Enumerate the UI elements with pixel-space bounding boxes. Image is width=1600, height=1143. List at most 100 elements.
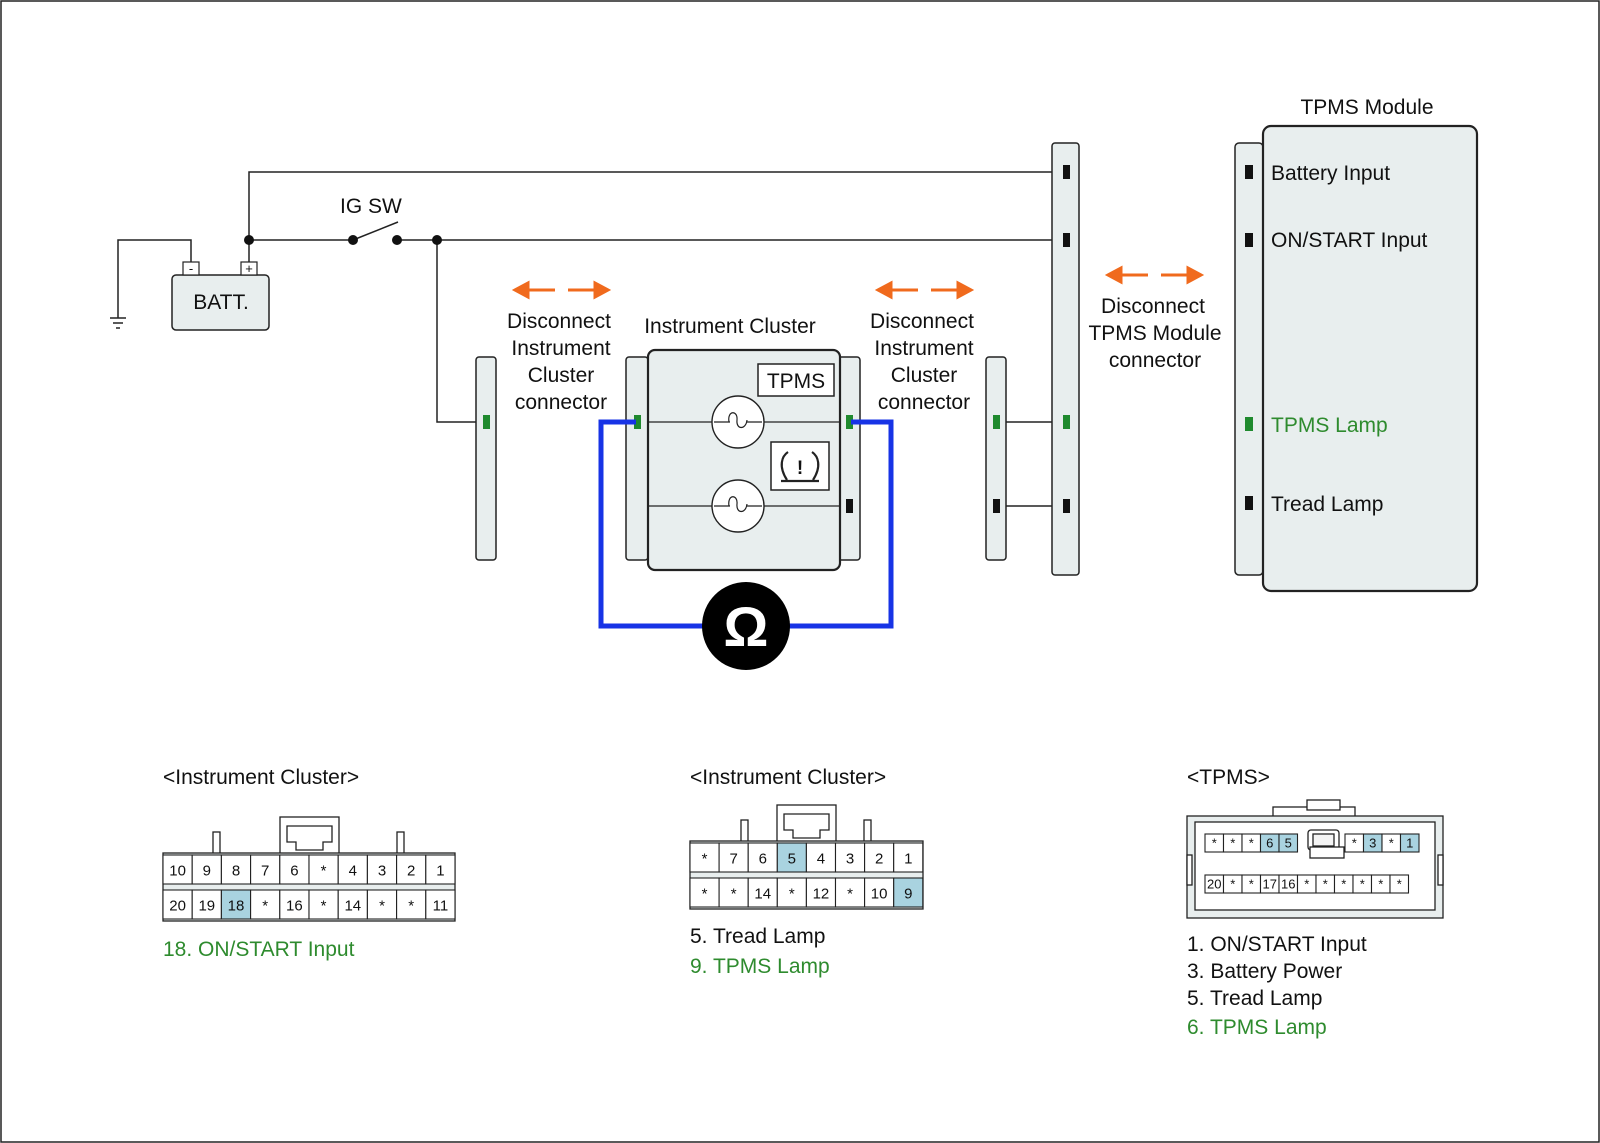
pin-number: *: [379, 897, 385, 914]
disconnect-label-right: Disconnect TPMS Module connector: [1088, 295, 1221, 372]
cluster-left-flange: [625, 356, 649, 561]
bulb-icon: [711, 479, 765, 533]
cluster-right-pin-green: [846, 415, 853, 429]
pin-cell: [718, 877, 749, 908]
pin-cell: [162, 854, 193, 885]
pin-cell: [834, 877, 866, 908]
connector-c-note: 5. Tread Lamp: [1187, 987, 1322, 1010]
connector-c-note: 6. TPMS Lamp: [1187, 1016, 1327, 1039]
tpms-module-title: TPMS Module: [1300, 96, 1433, 119]
pin-cell: [718, 842, 749, 873]
pin-number: 1: [904, 850, 912, 867]
pin-number: 1: [1406, 836, 1413, 851]
bulb-icon: [711, 395, 765, 449]
pin-cell: [425, 889, 456, 920]
pin-number: *: [1230, 877, 1235, 892]
pin-number: *: [731, 885, 737, 902]
pin-cell: [893, 842, 924, 873]
pin-cell: [308, 854, 339, 885]
module-label-tread-lamp: Tread Lamp: [1271, 493, 1383, 516]
pin-number: *: [408, 897, 414, 914]
pin-cell: [396, 854, 427, 885]
junction-dots: [244, 235, 442, 245]
pin-number: *: [1323, 877, 1328, 892]
module-pin-onstart: [1245, 233, 1253, 247]
tpms-warning-icon: !: [770, 441, 830, 491]
pin-number: 3: [378, 862, 386, 879]
pin-cell: [279, 854, 310, 885]
pin-number: 16: [1281, 877, 1295, 892]
harness-pin-tpms-lamp: [1063, 415, 1070, 429]
pin-number: *: [321, 897, 327, 914]
instrument-cluster-title: Instrument Cluster: [644, 315, 816, 338]
pin-cell: [1389, 874, 1410, 894]
harness-pin-onstart: [1063, 233, 1070, 247]
pin-number: *: [702, 850, 708, 867]
pin-cell: [279, 889, 310, 920]
connector-b-note: 5. Tread Lamp: [690, 925, 825, 948]
connector-a-note: 18. ON/START Input: [163, 938, 355, 961]
disconnect-arrows-mid: [874, 280, 975, 300]
module-label-battery-input: Battery Input: [1271, 162, 1390, 185]
disconnect-left-line: Instrument: [511, 337, 610, 360]
mid-connector-pin-green: [993, 415, 1000, 429]
pin-cell: [191, 854, 222, 885]
pin-cell: [191, 889, 222, 920]
pin-cell: [162, 889, 193, 920]
disconnect-mid-line: Cluster: [891, 364, 958, 387]
battery: - + BATT.: [171, 261, 270, 331]
disconnect-right-line: connector: [1109, 349, 1201, 372]
tpms-harness-strip: [1051, 142, 1080, 576]
pin-number: 14: [344, 897, 361, 914]
tpms-label-box: [757, 363, 835, 397]
pin-number: 2: [407, 862, 415, 879]
disconnect-right-line: Disconnect: [1101, 295, 1205, 318]
ohmmeter-wire: [598, 419, 894, 629]
disconnect-arrows-left: [511, 280, 612, 300]
pin-number: 6: [759, 850, 767, 867]
ig-switch-label: IG SW: [340, 195, 402, 218]
left-connector-pin: [483, 415, 490, 429]
connector-b-title: <Instrument Cluster>: [690, 766, 886, 789]
pin-cell: [308, 889, 339, 920]
pin-cell: [396, 889, 427, 920]
pin-number: 16: [286, 897, 303, 914]
harness-pin-tread-lamp: [1063, 499, 1070, 513]
tpms-module-flange: [1234, 142, 1264, 576]
pin-number: *: [1304, 877, 1309, 892]
warning-symbol: !: [797, 458, 803, 479]
disconnect-mid-line: connector: [878, 391, 970, 414]
connector-a-title: <Instrument Cluster>: [163, 766, 359, 789]
disconnect-left-line: connector: [515, 391, 607, 414]
pin-number: 5: [788, 850, 796, 867]
ohm-symbol: Ω: [724, 595, 769, 658]
pin-number: 18: [228, 897, 245, 914]
pin-number: *: [1230, 836, 1235, 851]
disconnect-left-line: Disconnect: [507, 310, 611, 333]
connector-c-housing: [1186, 799, 1444, 919]
pin-cell: [834, 842, 866, 873]
pin-number: 12: [813, 885, 830, 902]
tpms-box-label: TPMS: [767, 370, 825, 393]
pin-number: 7: [729, 850, 737, 867]
pin-number: 1: [436, 862, 444, 879]
disconnect-label-mid: Disconnect Instrument Cluster connector: [870, 310, 974, 414]
pin-cell: [776, 842, 807, 873]
pin-number: *: [1249, 877, 1254, 892]
pin-number: *: [702, 885, 708, 902]
pin-number: 8: [232, 862, 240, 879]
mid-connector-strip: [985, 356, 1007, 561]
pin-number: *: [1378, 877, 1383, 892]
module-pin-tread-lamp: [1245, 496, 1253, 510]
pin-number: 17: [1263, 877, 1277, 892]
connector-c-title: <TPMS>: [1187, 766, 1270, 789]
battery-label: BATT.: [193, 291, 249, 314]
pin-number: *: [1397, 877, 1402, 892]
left-connector-strip: [475, 356, 497, 561]
pin-number: *: [1249, 836, 1254, 851]
pin-cell: [893, 877, 924, 908]
pin-number: 10: [871, 885, 888, 902]
pin-number: 4: [817, 850, 825, 867]
pin-number: *: [321, 862, 327, 879]
